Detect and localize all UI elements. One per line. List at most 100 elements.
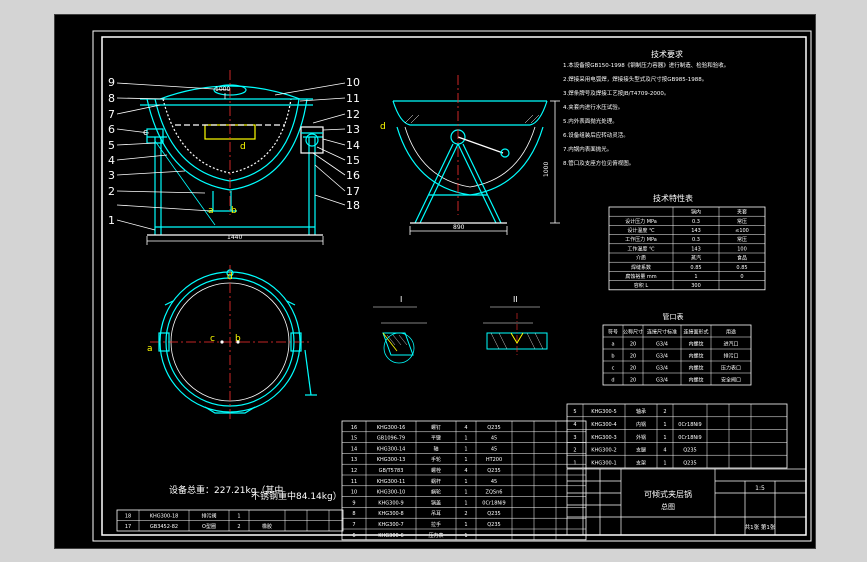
callout-13: 13 (346, 123, 360, 136)
parts-center-cell-r10-c3: 1 (464, 533, 467, 539)
parts-center-cell-r9-c0: 7 (352, 522, 355, 528)
top-ports: a b c d (147, 272, 241, 354)
parts-right-cell-r1-c2: 内锅 (636, 421, 646, 428)
nozzle-cell-r4-c3: 内螺纹 (688, 377, 703, 384)
gearbox (300, 126, 324, 154)
detail-i-title: I (400, 295, 402, 304)
spec-cell-r1-c1: 0.3 (692, 219, 700, 225)
nozzle-cell-r0-c0: 符号 (608, 329, 618, 336)
spec-cell-r3-c0: 工作压力 MPa (625, 236, 657, 243)
drawing-canvas: 9 8 7 6 5 4 3 2 1 10 11 12 13 14 15 16 1… (92, 30, 812, 542)
tech-requirements: 技术要求 1.本设备按GB150-1998《钢制压力容器》进行制造、检验和验收。… (563, 49, 729, 167)
parts-right-cell-r0-c2: 轴承 (636, 408, 646, 415)
nozzle-cell-r3-c4: 压力表口 (721, 365, 741, 372)
bowl-outer (146, 98, 308, 191)
parts-center-cell-r3-c2: 手轮 (431, 456, 441, 463)
parts-center-cell-r9-c4: Q235 (487, 522, 500, 528)
callout-14: 14 (346, 139, 360, 152)
parts-center-cell-r2-c3: 1 (464, 446, 467, 452)
side-height-label: 1000 (543, 162, 550, 177)
nozzle-cell-r2-c0: b (611, 354, 614, 360)
top-port-c: c (210, 334, 215, 344)
parts-center-cell-r3-c3: 1 (464, 457, 467, 463)
parts-center-cell-r4-c0: 12 (351, 468, 357, 474)
outer-frame (92, 30, 812, 542)
parts-center-cell-r4-c1: GB/T5783 (379, 468, 404, 474)
parts-right-cell-r3-c1: KHG300-2 (591, 448, 616, 454)
side-leg-left (419, 143, 459, 224)
parts-center-cell-r7-c4: 0Cr18Ni9 (482, 500, 505, 506)
side-leg-right (457, 143, 497, 224)
handwheel-shaft (457, 136, 504, 154)
parts-right-cell-r3-c0: 2 (573, 448, 576, 454)
spec-cell-r4-c2: 100 (737, 246, 747, 252)
parts-right-cell-r4-c2: 支架 (636, 459, 646, 466)
parts-right-cell-r0-c3: 2 (663, 409, 666, 415)
parts-center-cell-r5-c3: 1 (464, 479, 467, 485)
nozzle-cell-r4-c1: 20 (630, 378, 636, 384)
spec-cell-r4-c1: 143 (691, 246, 701, 252)
parts-right-cell-r0-c0: 5 (573, 409, 576, 415)
parts-right-cell-r2-c0: 3 (573, 435, 576, 441)
callout-15: 15 (346, 154, 360, 167)
parts-right-cell-r3-c2: 支腿 (636, 447, 646, 454)
parts-center-cell-r9-c1: KHG300-7 (378, 522, 403, 528)
title-sheet: 共1张 第1张 (745, 523, 776, 531)
parts-right-cell-r3-c3: 4 (663, 448, 666, 454)
parts-center-cell-r10-c2: 压力表 (428, 532, 443, 539)
spec-cell-r2-c1: 143 (691, 228, 701, 234)
nozzle-cell-r4-c4: 安全阀口 (721, 377, 741, 384)
nozzle-cell-r4-c0: d (611, 378, 614, 384)
worm-wheel (305, 133, 319, 147)
spec-cell-r5-c0: 介质 (636, 255, 646, 262)
callout-11: 11 (346, 92, 360, 105)
parts-right-cell-r1-c4: 0Cr18Ni9 (678, 422, 701, 428)
parts-center-cell-r2-c2: 轴 (433, 445, 438, 452)
front-depth-label: 1000 (215, 86, 230, 93)
parts-center-cell-r6-c2: 蜗轮 (431, 489, 441, 496)
side-dimensions (409, 100, 560, 235)
spec-cell-r4-c0: 工作温度 ℃ (627, 245, 655, 252)
parts-center-cell-r0-c2: 螺钉 (431, 424, 441, 431)
parts-center-cell-r10-c0: 6 (352, 533, 355, 539)
parts-right-cell-r3-c4: Q235 (683, 448, 696, 454)
parts-center-cell-r0-c4: Q235 (487, 425, 500, 431)
nozzle-cell-r0-c1: 公称尺寸 (623, 329, 643, 336)
bowl-jacket (162, 98, 292, 174)
spec-cell-r5-c1: 蒸汽 (691, 255, 701, 262)
parts-center-cell-r4-c3: 4 (464, 468, 467, 474)
handwheel-icon (500, 148, 510, 158)
parts-left-cell-r1-c4: 橡胶 (262, 523, 272, 530)
parts-center-cell-r4-c2: 螺栓 (431, 467, 441, 474)
front-port-c: c (143, 128, 148, 138)
title-block (566, 468, 807, 536)
spec-cell-r7-c0: 腐蚀裕量 mm (625, 273, 656, 280)
spec-cell-r2-c2: ≤100 (735, 228, 749, 234)
callout-5: 5 (108, 139, 115, 152)
callout-16: 16 (346, 169, 360, 182)
callout-leaders (116, 82, 346, 231)
nozzle-cell-r3-c3: 内螺纹 (688, 365, 703, 372)
parts-left-cell-r0-c3: 1 (237, 514, 240, 520)
parts-center-cell-r0-c1: KHG300-16 (377, 425, 406, 431)
parts-right-cell-r4-c3: 1 (663, 460, 666, 466)
spec-cell-r0-c1: 锅内 (691, 209, 701, 216)
tech-req-line-7: 7.内锅内表面抛光。 (563, 145, 612, 153)
nozzle-cell-r0-c4: 用途 (726, 329, 736, 336)
parts-center-cell-r5-c0: 11 (351, 479, 357, 485)
tech-req-line-2: 2.焊接采用电弧焊，焊接接头型式及尺寸按GB985-1988。 (563, 75, 707, 83)
parts-right-cell-r1-c1: KHG300-4 (591, 422, 616, 428)
title-subtitle: 总图 (661, 502, 675, 511)
front-port-a: a (208, 206, 214, 216)
nozzle-cell-r1-c3: 内螺纹 (688, 341, 703, 348)
spec-cell-r1-c0: 设计压力 MPa (625, 218, 657, 225)
parts-right-cell-r1-c3: 1 (663, 422, 666, 428)
cad-viewport[interactable]: 9 8 7 6 5 4 3 2 1 10 11 12 13 14 15 16 1… (54, 14, 816, 549)
nozzle-cell-r0-c3: 连接面形式 (683, 329, 708, 336)
side-base-label: 890 (453, 224, 465, 231)
parts-center-cell-r7-c1: KHG300-9 (378, 500, 403, 506)
parts-left-cell-r1-c1: GB3452-82 (150, 524, 178, 530)
spec-cell-r8-c0: 容积 L (634, 282, 649, 289)
